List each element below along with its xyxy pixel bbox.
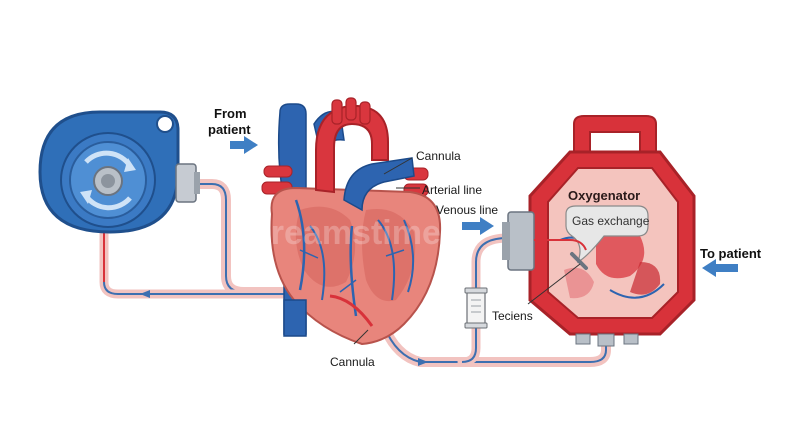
oxygenator-device-icon (502, 115, 696, 347)
to-patient-label: To patient (700, 246, 762, 261)
oxygenator-label: Oxygenator (568, 188, 640, 203)
watermark: dreamstime (250, 214, 441, 252)
centrifugal-pump-icon (38, 110, 200, 234)
left-tube-arrow (140, 290, 150, 298)
teciens-label: Teciens (492, 309, 533, 323)
bottom-flow-arrow (418, 358, 428, 366)
cannula-top-label: Cannula (416, 149, 461, 163)
from-patient-arrow-icon (230, 136, 258, 154)
from-patient-label: From (214, 106, 247, 121)
venous-line-label: Venous line (436, 203, 498, 217)
labels: From patient Cannula Arterial line Venou… (208, 106, 762, 369)
to-patient-arrow-icon (702, 259, 738, 277)
flow-arrows (230, 136, 738, 277)
cannula-bottom-label: Cannula (330, 355, 375, 369)
venous-line-arrow-icon (462, 217, 494, 235)
left-loop-tube-core-blue (103, 281, 330, 295)
filter-icon (464, 287, 488, 329)
leader-lines (353, 157, 581, 345)
heart-anatomy-icon (261, 97, 442, 346)
gas-exchange-label: Gas exchange (572, 214, 650, 228)
arterial-line-label: Arterial line (422, 183, 482, 197)
from-patient-label-line2: patient (208, 122, 251, 137)
